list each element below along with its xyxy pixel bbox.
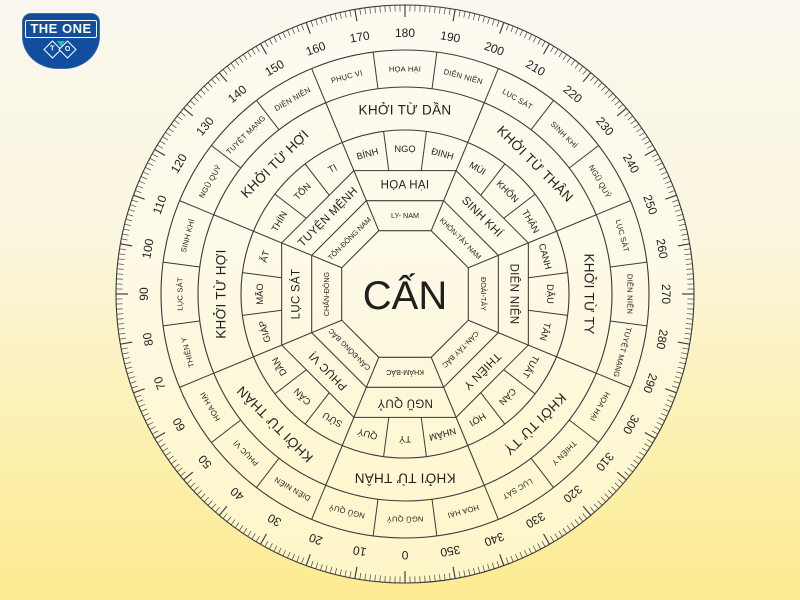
degree-label: 160: [304, 39, 328, 59]
degree-label: 290: [640, 371, 660, 395]
sector-start-label: KHỞI TỪ HỢI: [214, 249, 229, 339]
du-nien-label: NGŨ QUỶ: [377, 397, 433, 410]
degree-label: 180: [395, 26, 415, 40]
degree-label: 280: [653, 328, 670, 350]
outer-attr-label: DIÊN NIÊN: [626, 274, 635, 314]
sector-start-label: KHỞI TỪ THÂN: [354, 471, 455, 486]
degree-label: 60: [169, 415, 188, 434]
degree-label: 90: [137, 287, 151, 301]
du-nien-label: DIÊN NIÊN: [508, 264, 521, 325]
degree-label: 170: [349, 28, 371, 45]
mountain-label: NGỌ: [394, 144, 415, 154]
degree-label: 10: [352, 543, 368, 559]
outer-attr-label: NGŨ QUỶ: [387, 515, 424, 524]
degree-label: 20: [307, 530, 325, 548]
direction-label: ĐOÀI-TÂY: [479, 277, 488, 311]
center-label: CẤN: [363, 272, 447, 318]
degree-label: 30: [265, 510, 284, 529]
direction-label: LY- NAM: [391, 211, 419, 220]
degree-label: 100: [139, 237, 156, 259]
degree-label: 200: [482, 39, 506, 59]
mountain-label: MÃO: [255, 283, 265, 304]
direction-label: KHẢM-BẮC: [386, 368, 424, 377]
degree-label: 260: [653, 238, 670, 260]
degree-label: 190: [439, 28, 461, 45]
logo-title: THE ONE: [25, 20, 97, 38]
degree-label: 340: [482, 529, 506, 549]
sector-start-label: KHỞI TỪ TY: [582, 253, 597, 334]
mountain-label: ẤT: [259, 249, 272, 263]
logo-monogram: T O: [43, 40, 78, 59]
mountain-label: TÝ: [399, 434, 411, 444]
mountain-label: DẬU: [545, 284, 555, 304]
degree-label: 250: [640, 193, 660, 217]
degree-label: 350: [439, 542, 461, 559]
du-nien-label: LỤC SÁT: [290, 269, 303, 320]
degree-label: 80: [140, 331, 156, 347]
mountain-label: TÂN: [538, 321, 552, 342]
outer-attr-label: HỌA HẠI: [389, 65, 421, 74]
outer-attr-label: LỤC SÁT: [176, 277, 185, 311]
degree-label: 110: [150, 193, 170, 216]
degree-label: 270: [659, 284, 673, 304]
degree-label: 70: [151, 374, 169, 392]
sector-start-label: KHỞI TỪ DẦN: [359, 103, 452, 118]
du-nien-label: HỌA HẠI: [381, 180, 430, 192]
the-one-logo: THE ONE T O: [22, 13, 100, 69]
degree-label: 0: [401, 548, 408, 562]
direction-label: CHẤN-ĐÔNG: [321, 271, 331, 316]
logo-triangle-icon: [57, 41, 65, 47]
